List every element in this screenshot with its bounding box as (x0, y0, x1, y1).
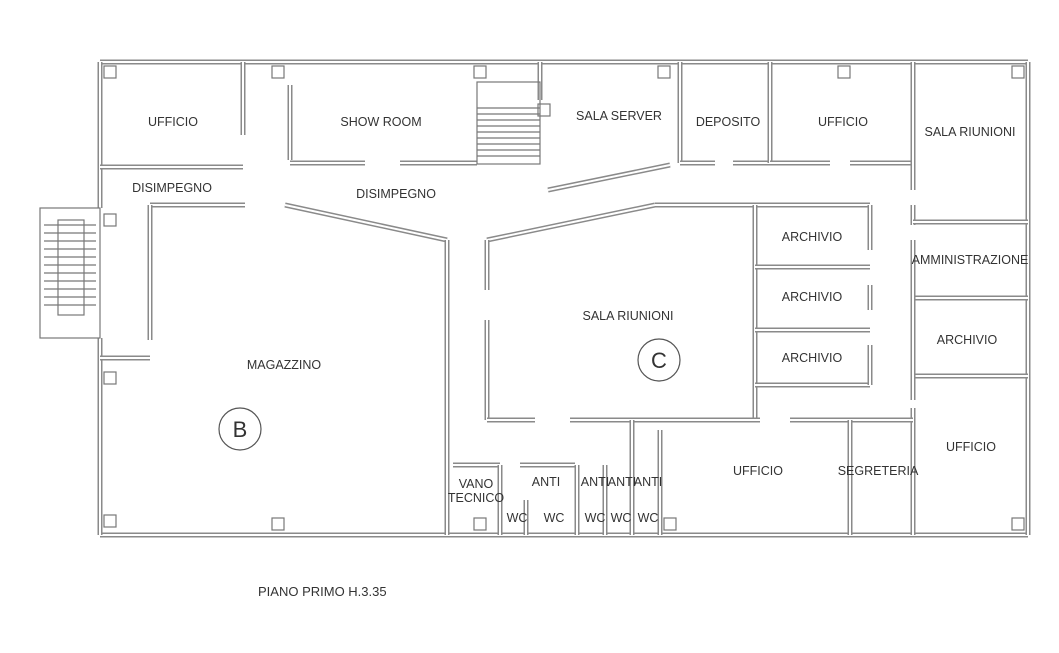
room-wc-4: WC (611, 511, 632, 525)
structural-column (103, 65, 117, 79)
room-ufficio-s: UFFICIO (733, 464, 783, 478)
room-ufficio-n: UFFICIO (818, 115, 868, 129)
room-anti-2: ANTI (581, 475, 609, 489)
room-ufficio-nw: UFFICIO (148, 115, 198, 129)
room-wc-5: WC (638, 511, 659, 525)
structural-column (271, 65, 285, 79)
structural-column (473, 65, 487, 79)
zone-marker-c: C (637, 338, 681, 382)
room-labels: UFFICIO SHOW ROOM SALA SERVER DEPOSITO U… (132, 109, 1028, 525)
structural-column (473, 517, 487, 531)
room-vano-tecnico-2: TECNICO (448, 491, 505, 505)
structural-column (657, 65, 671, 79)
room-show-room: SHOW ROOM (340, 115, 421, 129)
room-deposito: DEPOSITO (696, 115, 761, 129)
structural-column (271, 517, 285, 531)
west-stair-core (57, 219, 85, 316)
room-archivio-e: ARCHIVIO (937, 333, 998, 347)
structural-column (1011, 65, 1025, 79)
zone-c-label: C (651, 348, 667, 373)
west-stair-enclosure (39, 207, 101, 339)
structural-column (103, 514, 117, 528)
room-disimpegno-w: DISIMPEGNO (132, 181, 212, 195)
wall-segment (284, 204, 448, 241)
walls (97, 59, 1031, 538)
stairs (39, 81, 541, 339)
room-sala-server: SALA SERVER (576, 109, 662, 123)
room-ufficio-se: UFFICIO (946, 440, 996, 454)
room-disimpegno-c: DISIMPEGNO (356, 187, 436, 201)
plan-caption: PIANO PRIMO H.3.35 (258, 584, 387, 599)
north-stair-enclosure (476, 81, 541, 165)
zone-b-label: B (233, 417, 248, 442)
wall-segment (547, 164, 671, 191)
structural-column (103, 213, 117, 227)
room-wc-3: WC (585, 511, 606, 525)
structural-column (663, 517, 677, 531)
zone-marker-b: B (218, 407, 262, 451)
room-archivio-1: ARCHIVIO (782, 230, 843, 244)
room-sala-riunioni-ne: SALA RIUNIONI (925, 125, 1016, 139)
room-wc-2: WC (544, 511, 565, 525)
wall-segment (486, 204, 656, 241)
room-magazzino: MAGAZZINO (247, 358, 322, 372)
room-anti-1: ANTI (532, 475, 560, 489)
room-amministrazione: AMMINISTRAZIONE (912, 253, 1029, 267)
room-archivio-2: ARCHIVIO (782, 290, 843, 304)
room-segreteria: SEGRETERIA (838, 464, 919, 478)
structural-column (537, 103, 551, 117)
columns (103, 65, 1025, 531)
structural-column (1011, 517, 1025, 531)
room-vano-tecnico-1: VANO (459, 477, 494, 491)
structural-column (103, 371, 117, 385)
room-archivio-3: ARCHIVIO (782, 351, 843, 365)
room-anti-4: ANTI (634, 475, 662, 489)
room-sala-riunioni-c: SALA RIUNIONI (583, 309, 674, 323)
structural-column (837, 65, 851, 79)
room-wc-1: WC (507, 511, 528, 525)
room-anti-3: ANTI (608, 475, 636, 489)
